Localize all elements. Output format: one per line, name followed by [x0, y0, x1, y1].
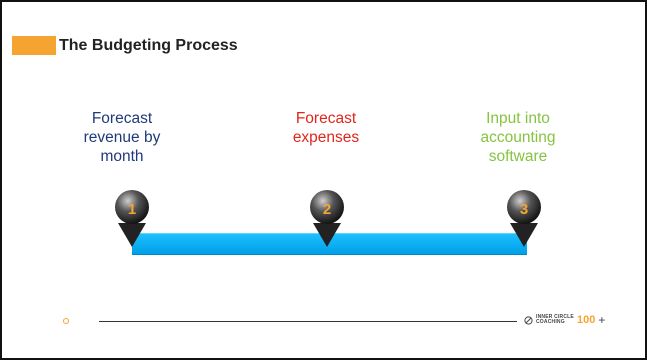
title-accent-bar [12, 36, 56, 55]
step-3-pin: 3 [503, 189, 545, 247]
step-3-label: Input into accounting software [480, 110, 556, 165]
footer-divider [99, 321, 517, 322]
step-1-number: 1 [128, 201, 136, 218]
map-pin-icon: 1 [115, 190, 149, 247]
slide-title: The Budgeting Process [59, 37, 238, 54]
footer-logo: INNER CIRCLE COACHING 100 + [524, 313, 605, 327]
map-pin-icon: 2 [310, 190, 344, 247]
step-2-label: Forecast expenses [292, 110, 360, 146]
circle-logo-icon [524, 315, 533, 325]
step-1-label: Forecast revenue by month [83, 110, 161, 165]
step-1-pin: 1 [111, 189, 153, 247]
footer-dot [63, 318, 69, 324]
logo-number: 100 [576, 314, 596, 326]
step-2-number: 2 [323, 201, 331, 218]
step-2-pin: 2 [306, 189, 348, 247]
logo-plus: + [598, 313, 606, 327]
logo-wordmark: INNER CIRCLE COACHING [536, 315, 574, 325]
logo-line-2: COACHING [536, 319, 565, 325]
map-pin-icon: 3 [507, 190, 541, 247]
step-3-number: 3 [520, 201, 528, 218]
logo-line-1: INNER CIRCLE [536, 314, 574, 320]
